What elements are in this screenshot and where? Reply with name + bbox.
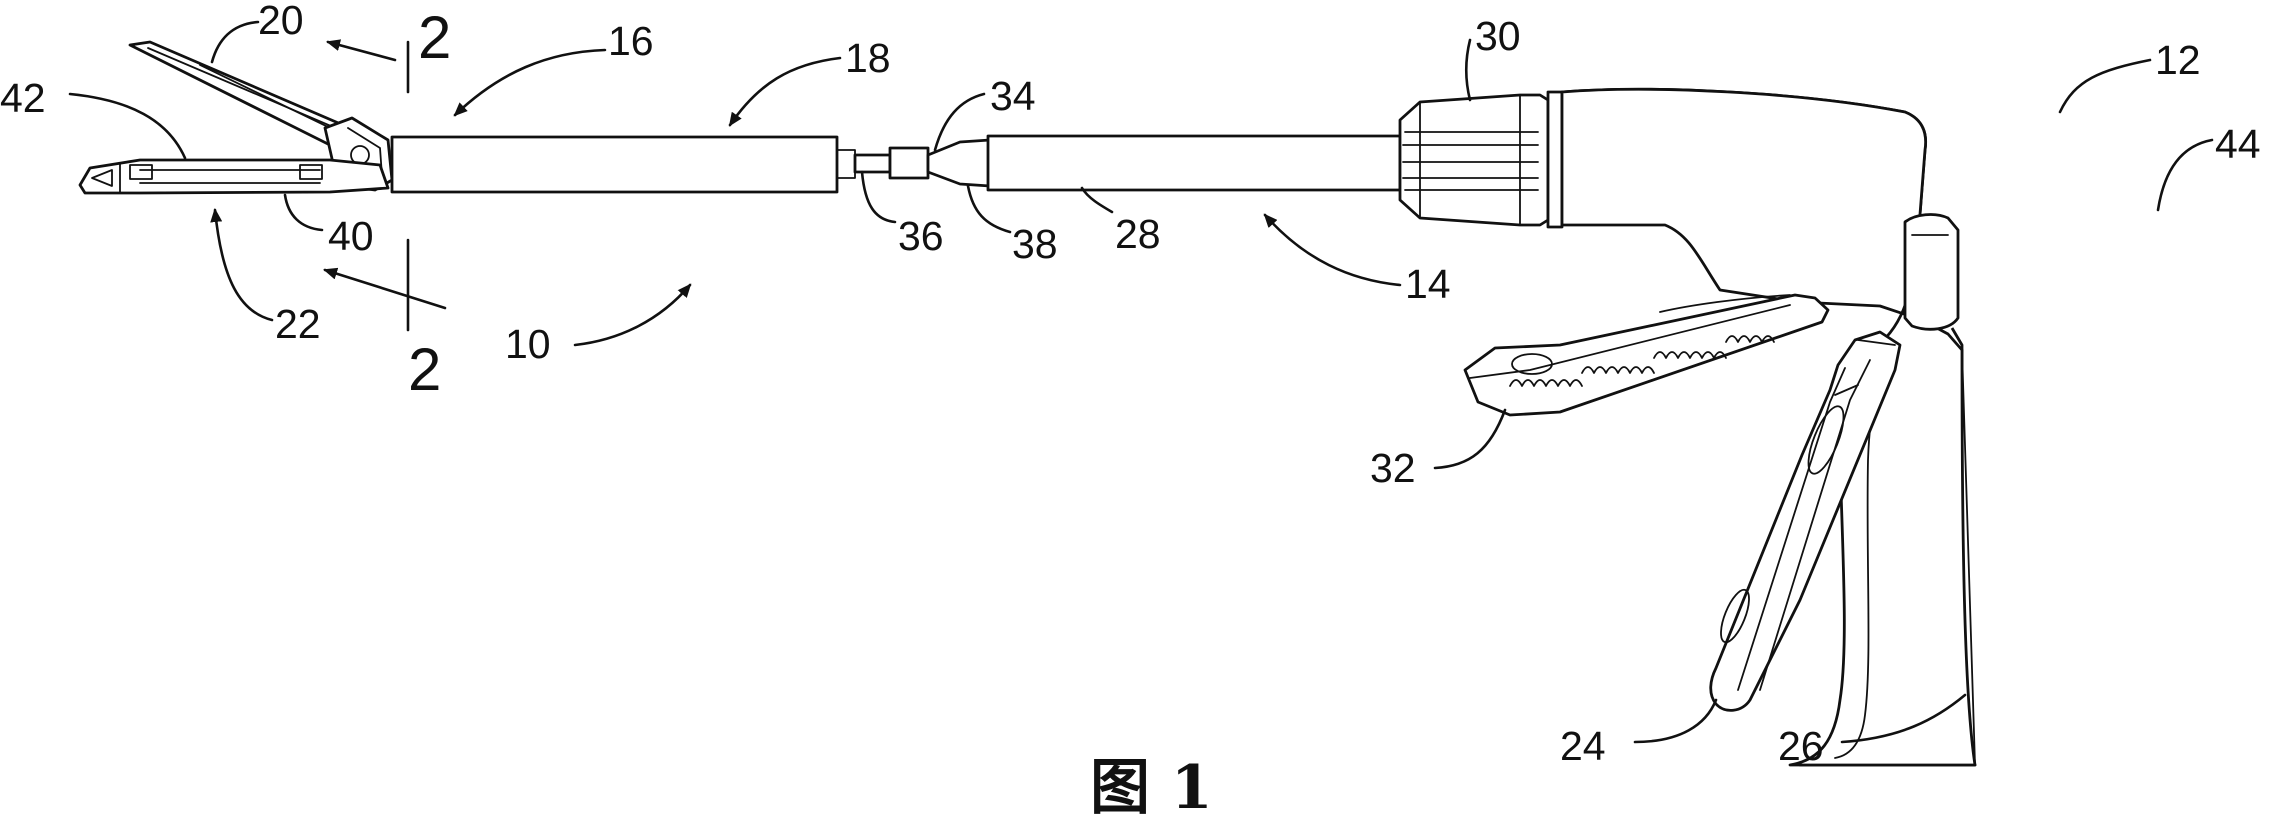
section-mark-bottom: 2 bbox=[408, 336, 441, 403]
label-28: 28 bbox=[1115, 211, 1161, 257]
label-24: 24 bbox=[1560, 723, 1606, 769]
label-40: 40 bbox=[328, 213, 374, 259]
label-16: 16 bbox=[608, 18, 654, 64]
articulation-joint bbox=[855, 140, 990, 186]
stapler-instrument bbox=[80, 42, 1975, 765]
label-42: 42 bbox=[0, 75, 46, 121]
distal-shaft bbox=[392, 137, 855, 192]
cartridge-jaw bbox=[80, 160, 388, 193]
closure-lever bbox=[1465, 295, 1828, 415]
label-10: 10 bbox=[505, 321, 551, 367]
label-36: 36 bbox=[898, 213, 944, 259]
label-38: 38 bbox=[1012, 221, 1058, 267]
label-18: 18 bbox=[845, 35, 891, 81]
figure-caption: 图 1 bbox=[1090, 753, 1213, 823]
label-34: 34 bbox=[990, 73, 1036, 119]
rotation-knob bbox=[1400, 92, 1562, 227]
label-30: 30 bbox=[1475, 13, 1521, 59]
firing-button bbox=[1905, 215, 1958, 330]
label-26: 26 bbox=[1778, 723, 1824, 769]
label-32: 32 bbox=[1370, 445, 1416, 491]
label-14: 14 bbox=[1405, 261, 1451, 307]
label-22: 22 bbox=[275, 301, 321, 347]
proximal-shaft bbox=[988, 136, 1400, 190]
label-20: 20 bbox=[258, 0, 304, 43]
label-44: 44 bbox=[2215, 121, 2261, 167]
section-mark-top: 2 bbox=[418, 4, 451, 71]
section-line-2-2: 2 2 bbox=[325, 4, 451, 403]
label-12: 12 bbox=[2155, 37, 2201, 83]
